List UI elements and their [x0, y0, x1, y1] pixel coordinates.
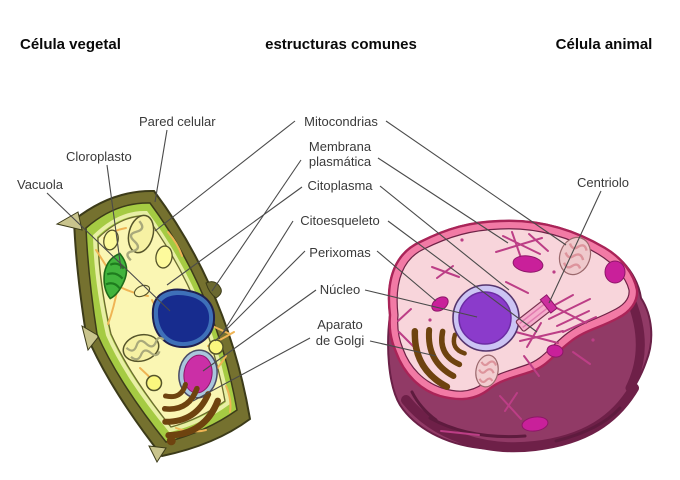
animal-mitochondrion-top [558, 236, 592, 276]
animal-cytoskeleton-filaments [397, 231, 597, 436]
label-golgi-line1: Aparato [317, 317, 363, 332]
plant-wall-notch [205, 281, 222, 299]
line-nucleus-right [364, 289, 478, 318]
line-golgi-right [369, 340, 437, 357]
plant-golgi-apparatus [161, 381, 222, 446]
label-nucleus: Núcleo [320, 282, 360, 297]
animal-mitochondrion-bottom [475, 354, 499, 388]
wall-highlight-top-left [55, 211, 83, 231]
label-golgi-line2: de Golgi [316, 333, 365, 348]
wall-highlight-knee [81, 324, 100, 352]
plant-vesicle-2 [155, 245, 173, 269]
line-peroxisome-left [214, 250, 306, 342]
label-centriole: Centriolo [577, 175, 629, 190]
label-plasma-membrane-line1: Membrana [309, 139, 372, 154]
animal-magenta-organelles [431, 255, 626, 432]
line-membrane-right [377, 157, 509, 244]
plant-peroxisome-2 [145, 374, 163, 392]
animal-nucleus [452, 284, 520, 352]
label-chloroplast: Cloroplasto [66, 149, 132, 164]
plant-peroxisome-1 [208, 339, 224, 355]
leader-lines [46, 120, 602, 402]
label-mitochondria: Mitocondrias [304, 114, 378, 129]
animal-side-shadow-right [625, 295, 645, 393]
line-vacuole [46, 192, 171, 312]
line-nucleus-left [202, 289, 317, 372]
header-plant-cell: Célula vegetal [20, 36, 121, 53]
header-animal-cell: Célula animal [556, 36, 653, 53]
label-peroxisomes: Perixomas [309, 245, 371, 260]
line-cytoplasm-left [166, 186, 303, 286]
animal-golgi-apparatus [411, 326, 467, 390]
line-centriole [548, 190, 602, 304]
animal-cell-illustration [387, 219, 653, 453]
line-cytoskeleton-right [387, 220, 538, 333]
line-cytoskeleton-left [221, 220, 294, 335]
line-membrane-left [211, 159, 302, 292]
plant-cell-illustration [55, 189, 252, 464]
line-peroxisome-right [376, 250, 437, 302]
plant-mitochondrion-top [126, 214, 155, 262]
label-cell-wall: Pared celular [139, 114, 216, 129]
line-golgi-left [192, 337, 311, 402]
line-cell-wall [154, 129, 168, 203]
animal-speckles [428, 238, 595, 342]
line-mitochondria-left [154, 120, 296, 232]
label-cytoplasm: Citoplasma [307, 178, 373, 193]
plant-plasma-membrane [92, 210, 231, 433]
label-plasma-membrane-line2: plasmática [309, 154, 372, 169]
line-cytoplasm-right [379, 185, 510, 291]
header-common-structures: estructuras comunes [265, 36, 417, 53]
animal-centriole [515, 294, 558, 332]
plant-vacuole-body [157, 294, 210, 343]
plant-mitochondrion-bottom [122, 333, 165, 363]
label-cytoskeleton: Citoesqueleto [300, 213, 380, 228]
label-vacuole: Vacuola [17, 177, 64, 192]
line-mitochondria-right [385, 120, 567, 246]
plant-nucleus [178, 349, 218, 399]
line-chloroplast [106, 164, 122, 270]
wall-highlight-bottom [148, 445, 167, 464]
